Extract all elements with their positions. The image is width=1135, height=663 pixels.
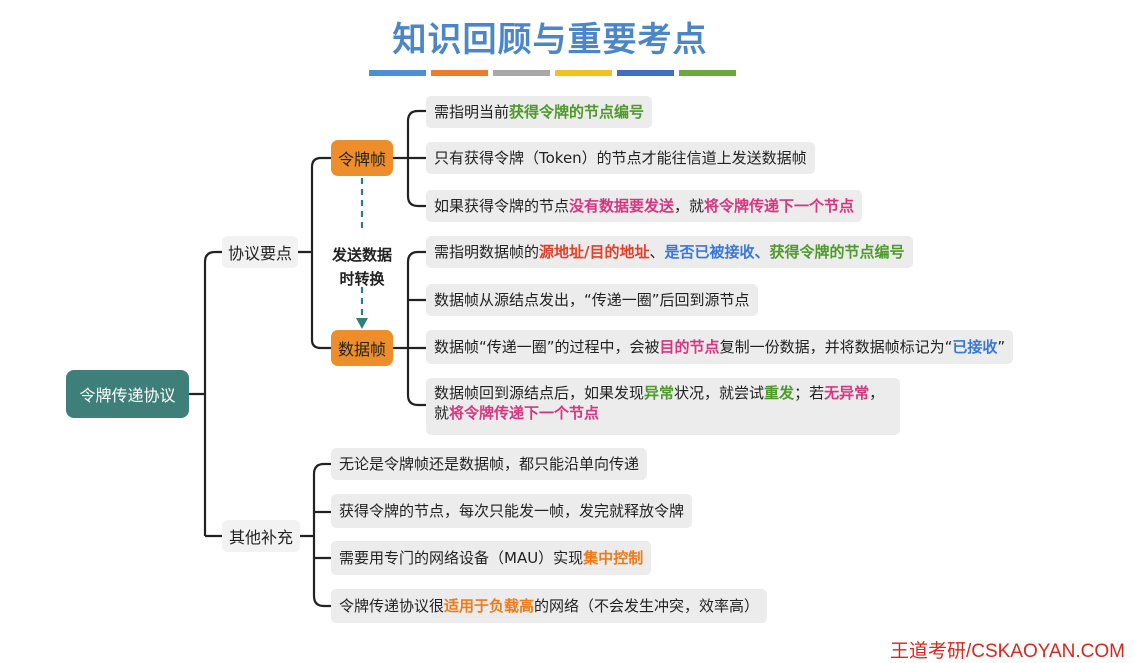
token-item-2: 只有获得令牌（Token）的节点才能往信道上发送数据帧: [426, 142, 815, 174]
data-item-3: 数据帧“传递一圈”的过程中，会被目的节点复制一份数据，并将数据帧标记为“已接收”: [426, 330, 1014, 364]
title-underline-bar: [555, 70, 612, 76]
transition-note-line1: 发送数据: [331, 246, 392, 264]
transition-note: 发送数据 时转换: [326, 243, 398, 291]
title-underline-bar: [493, 70, 550, 76]
connector-other: [300, 462, 331, 608]
title-underline-bar: [369, 70, 426, 76]
branch-protocol: 协议要点: [222, 236, 298, 268]
connector-root: [189, 250, 222, 538]
connector-protocol: [298, 156, 331, 350]
data-item-4: 数据帧回到源结点后，如果发现异常状况，就尝试重发；若无异常，就将令牌传递下一个节…: [426, 378, 900, 435]
data-item-1: 需指明数据帧的源地址/目的地址、是否已被接收、获得令牌的节点编号: [426, 236, 913, 268]
token-frame-node: 令牌帧: [331, 140, 393, 176]
token-item-1: 需指明当前获得令牌的节点编号: [426, 96, 653, 128]
page-title: 知识回顾与重要考点: [392, 20, 708, 60]
connector-token: [393, 109, 426, 208]
footer-brand: 王道考研/CSKAOYAN.COM: [889, 641, 1125, 662]
title-underline-bar: [431, 70, 488, 76]
title-underline-bar: [679, 70, 736, 76]
other-item-3: 需要用专门的网络设备（MAU）实现集中控制: [331, 541, 652, 575]
other-item-4: 令牌传递协议很适用于负载高的网络（不会发生冲突，效率高）: [331, 589, 768, 623]
data-item-2: 数据帧从源结点发出，“传递一圈”后回到源节点: [426, 284, 758, 316]
transition-note-line2: 时转换: [339, 270, 385, 288]
connector-data: [393, 250, 426, 407]
data-frame-node: 数据帧: [331, 330, 393, 366]
other-item-2: 获得令牌的节点，每次只能发一帧，发完就释放令牌: [331, 494, 693, 528]
branch-other: 其他补充: [222, 520, 300, 552]
other-item-1: 无论是令牌帧还是数据帧，都只能沿单向传递: [331, 448, 648, 480]
title-underline-bar: [617, 70, 674, 76]
root-node: 令牌传递协议: [66, 370, 189, 418]
token-item-3: 如果获得令牌的节点没有数据要发送，就将令牌传递下一个节点: [426, 190, 863, 222]
